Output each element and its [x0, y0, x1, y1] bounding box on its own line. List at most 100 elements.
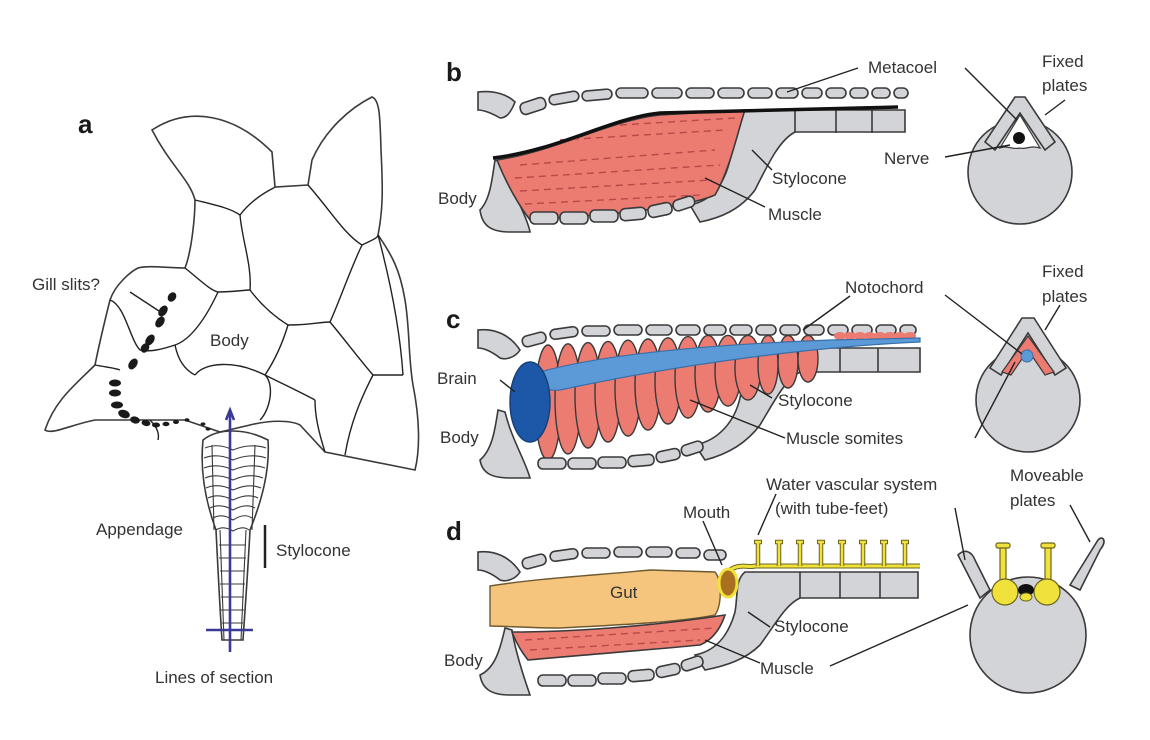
- plate-boundary: [264, 374, 316, 401]
- panel-c-leaders: [499, 294, 1061, 439]
- label-body: Body: [210, 331, 249, 350]
- plate-boundary: [109, 299, 176, 352]
- label-moveable-plates-line1: Moveable: [1010, 466, 1084, 485]
- label-water-vascular-line1: Water vascular system: [766, 475, 937, 494]
- plate-boundary: [194, 363, 272, 421]
- label-lines-of-section: Lines of section: [155, 668, 273, 687]
- mouth: [717, 567, 739, 599]
- label-muscle: Muscle: [760, 659, 814, 678]
- brain: [509, 361, 551, 443]
- tube-foot: [776, 540, 782, 566]
- tube-foot: [797, 540, 803, 566]
- notochord: [534, 337, 921, 391]
- nerve: [1013, 132, 1025, 144]
- section-lines: [206, 406, 253, 652]
- plate-boundary: [329, 321, 403, 376]
- muscle-somite: [844, 332, 856, 340]
- ventral-ossicles: [537, 440, 704, 470]
- label-moveable-plates-line2: plates: [1010, 491, 1055, 510]
- stylocone: [693, 571, 919, 671]
- body-wall-upper: [477, 550, 521, 582]
- tube-foot: [902, 540, 908, 566]
- dorsal-ossicles: [521, 546, 727, 570]
- panel-c: c: [437, 262, 1087, 479]
- tube-foot: [818, 540, 824, 566]
- appendage: [201, 430, 270, 641]
- body-wall-lower: [479, 626, 532, 696]
- stylocone-segments: [794, 110, 873, 133]
- label-body: Body: [438, 189, 477, 208]
- plate-boundary: [264, 324, 289, 376]
- moveable-plate-left: [957, 550, 992, 600]
- gill-slits: [109, 292, 211, 431]
- radial-canal-section: [1019, 592, 1033, 602]
- plate-boundary: [239, 214, 251, 291]
- moveable-plate-right: [1068, 537, 1105, 592]
- label-water-vascular-line2: (with tube-feet): [775, 499, 888, 518]
- cross-section-c: [975, 317, 1081, 453]
- plate-boundary: [377, 234, 404, 376]
- label-stylocone: Stylocone: [778, 391, 853, 410]
- notochord-section: [1020, 349, 1034, 363]
- tube-foot: [881, 540, 887, 566]
- muscle-somite: [854, 332, 866, 340]
- tube-feet: [754, 539, 909, 566]
- label-mouth: Mouth: [683, 503, 730, 522]
- plate-boundary: [174, 291, 219, 346]
- muscle-somites-section: [1001, 334, 1055, 376]
- panel-d-leaders: [702, 493, 1091, 667]
- fixed-plates: [983, 96, 1057, 152]
- stylocone-section: [975, 347, 1081, 453]
- label-nerve: Nerve: [884, 149, 929, 168]
- tube-feet-section: [991, 542, 1061, 606]
- gut: [489, 569, 721, 629]
- plate-boundary: [344, 374, 374, 456]
- plate-boundary: [94, 364, 121, 371]
- water-vascular-system: [728, 539, 920, 573]
- plate-boundary: [194, 199, 241, 216]
- body-wall-upper: [477, 328, 521, 360]
- cross-section-b: [967, 96, 1073, 225]
- label-stylocone: Stylocone: [276, 541, 351, 560]
- gill-slits-leader: [129, 291, 163, 314]
- label-body: Body: [440, 428, 479, 447]
- plate-boundary: [174, 344, 196, 376]
- panel-d: d: [444, 466, 1105, 696]
- muscle: [510, 614, 727, 661]
- plate-boundary: [314, 399, 326, 453]
- panel-d-letter: d: [446, 516, 462, 546]
- label-muscle-somites: Muscle somites: [786, 429, 903, 448]
- label-stylocone: Stylocone: [772, 169, 847, 188]
- label-muscle: Muscle: [768, 205, 822, 224]
- label-fixed-plates-line2: plates: [1042, 76, 1087, 95]
- tube-foot: [839, 540, 845, 566]
- ventral-ossicles: [529, 195, 696, 225]
- muscle-striations: [524, 627, 716, 651]
- stylocone-segments: [799, 572, 881, 598]
- label-gut: Gut: [610, 583, 638, 602]
- body-wall-upper: [477, 90, 516, 119]
- stylocone-section: [969, 576, 1087, 694]
- muscle-somite: [874, 332, 886, 340]
- cross-section-d: [957, 537, 1105, 694]
- label-stylocone: Stylocone: [774, 617, 849, 636]
- label-body: Body: [444, 651, 483, 670]
- panel-b-leaders: [704, 67, 1066, 208]
- specimen-plates: [44, 96, 420, 471]
- ventral-ossicles: [537, 655, 704, 687]
- plate-boundary: [307, 184, 363, 246]
- label-fixed-plates-line1: Fixed: [1042, 52, 1084, 71]
- panel-b: b: [438, 52, 1087, 233]
- metacoel: [998, 113, 1042, 150]
- panel-c-letter: c: [446, 304, 460, 334]
- muscle-somite: [834, 332, 846, 340]
- label-metacoel: Metacoel: [868, 58, 937, 77]
- label-notochord: Notochord: [845, 278, 923, 297]
- dorsal-ossicles: [519, 87, 909, 116]
- panel-b-letter: b: [446, 57, 462, 87]
- panel-a: a: [32, 96, 420, 687]
- label-brain: Brain: [437, 369, 477, 388]
- nerve-section: [1018, 584, 1034, 596]
- plate-boundary: [329, 244, 363, 323]
